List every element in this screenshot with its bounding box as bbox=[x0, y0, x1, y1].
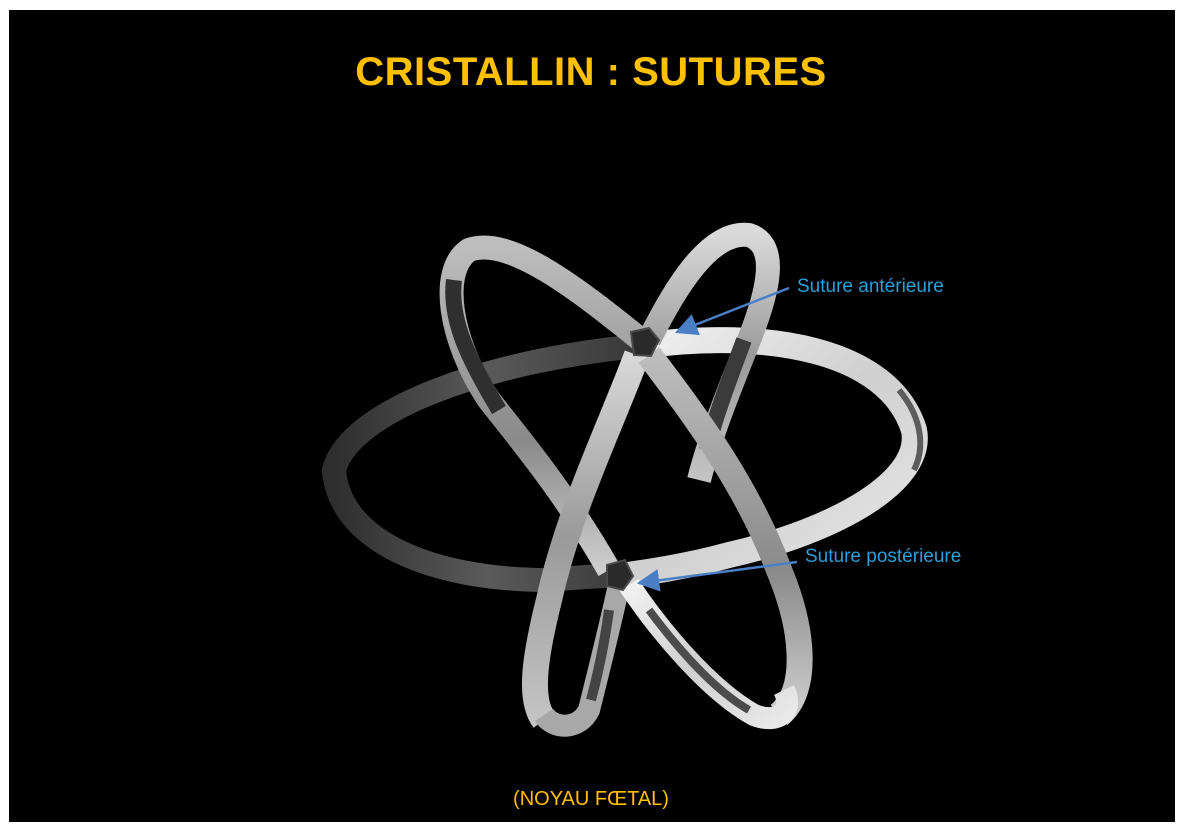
posterior-suture-label: Suture postérieure bbox=[805, 546, 961, 567]
lens-suture-illustration: Suture antérieure Suture postérieure bbox=[9, 10, 1175, 822]
anterior-suture-label: Suture antérieure bbox=[797, 276, 944, 297]
slide-subtitle: (NOYAU FŒTAL) bbox=[9, 788, 1175, 811]
slide: CRISTALLIN : SUTURES bbox=[9, 10, 1175, 822]
ribbon-lower-right-loop bbox=[629, 585, 787, 718]
